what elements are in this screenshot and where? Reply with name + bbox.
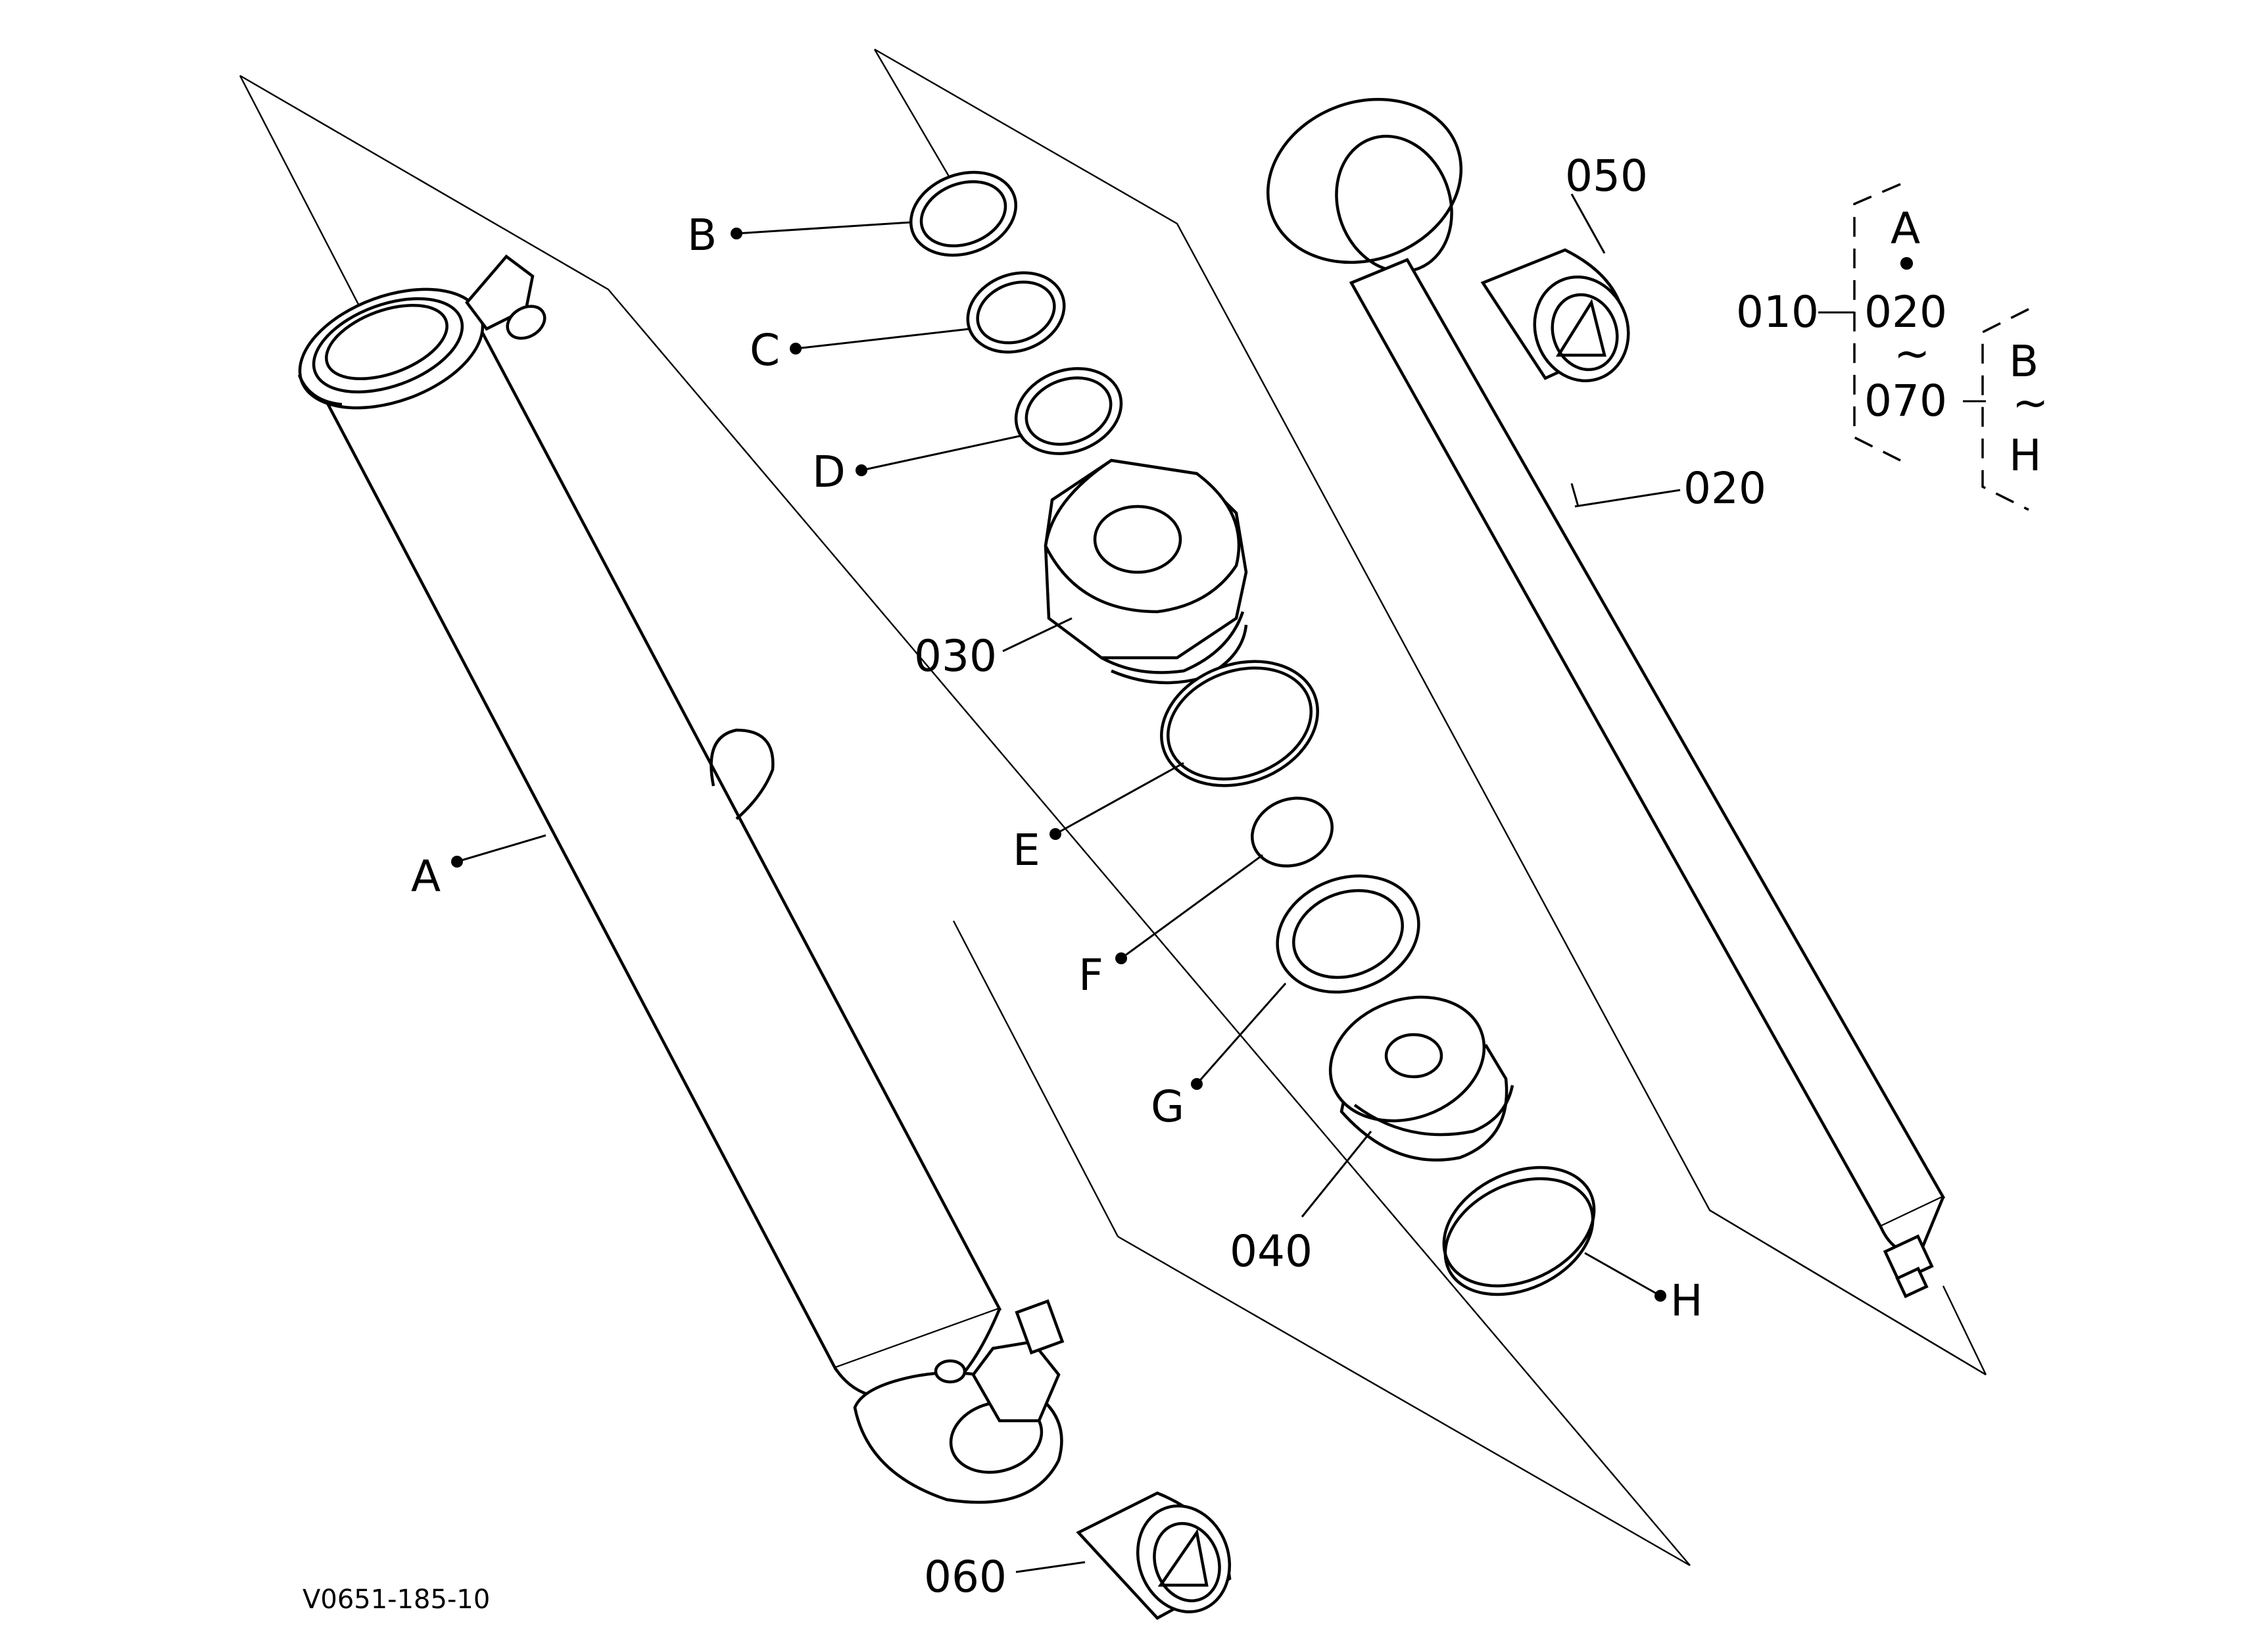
callouts: B C D 030 E F G 040 H A 050 020 060 V065… [302, 151, 1766, 1615]
seal-g [1276, 874, 1420, 994]
seal-b [909, 170, 1017, 257]
legend-sub-tilde: ~ [2012, 378, 2048, 428]
label-060: 060 [924, 1552, 1007, 1602]
label-g: G [1151, 1081, 1184, 1132]
piston-rod [1266, 97, 1946, 1298]
cylinder-tube [297, 254, 1065, 1504]
legend-top: A [1891, 203, 1920, 254]
label-020: 020 [1683, 463, 1766, 514]
label-d: D [812, 447, 846, 497]
label-a: A [411, 851, 441, 902]
seal-e [1160, 660, 1319, 787]
legend-range-end: 070 [1864, 376, 1947, 426]
label-e: E [1013, 825, 1040, 875]
bushing-050 [1480, 248, 1630, 383]
legend-range-start: 020 [1864, 287, 1947, 337]
wear-ring-h [1442, 1166, 1596, 1296]
label-050: 050 [1565, 151, 1648, 201]
legend-tilde: ~ [1894, 328, 1930, 379]
assembly-legend: 010 A • 020 ~ 070 B ~ H [1736, 183, 2048, 511]
label-030: 030 [914, 631, 997, 681]
seal-d [1014, 367, 1123, 455]
seal-f [1251, 797, 1334, 868]
cylinder-head [1044, 458, 1248, 685]
assembly-outlines [239, 48, 1987, 1567]
label-b: B [687, 210, 717, 260]
label-h: H [1670, 1275, 1703, 1326]
seal-c [966, 271, 1066, 354]
piston [1328, 995, 1514, 1162]
legend-sub-start: B [2009, 336, 2039, 387]
label-c: C [750, 325, 780, 376]
leader-lines [456, 193, 1986, 1573]
drawing-id: V0651-185-10 [302, 1585, 490, 1615]
legend-assembly: 010 [1736, 287, 1819, 337]
legend-dot: • [1894, 239, 1919, 290]
bushing-060 [1076, 1491, 1232, 1620]
leader-dots [451, 228, 1666, 1302]
label-f: F [1078, 950, 1103, 1000]
label-040: 040 [1230, 1226, 1313, 1277]
legend-sub-end: H [2009, 430, 2042, 481]
